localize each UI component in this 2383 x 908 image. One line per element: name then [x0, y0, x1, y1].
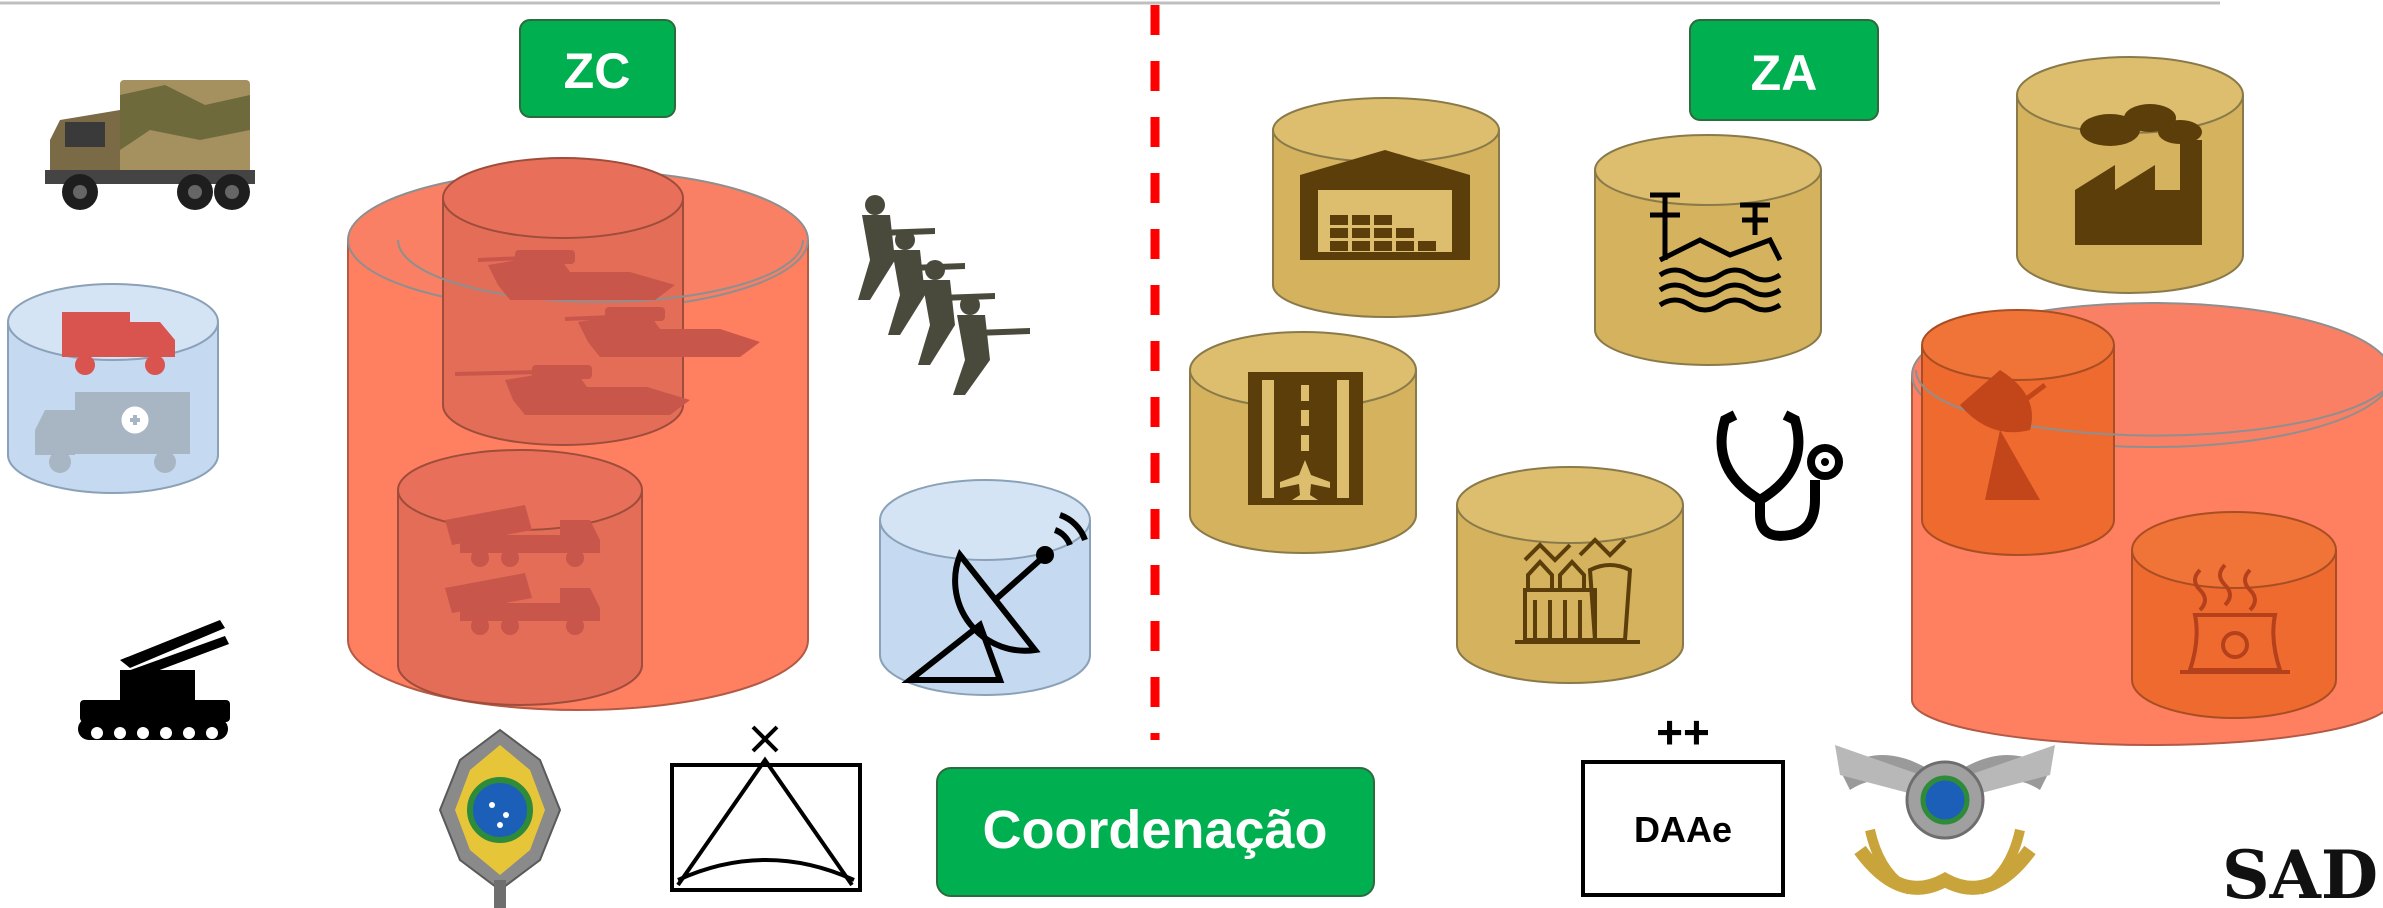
power-station-icon	[1650, 192, 1783, 313]
combat-zone-cylinder	[347, 157, 809, 711]
army-emblem-icon	[438, 728, 562, 908]
zc-label: ZC	[519, 19, 676, 118]
soldiers-icon	[858, 195, 1030, 395]
coordination-label: Coordenação	[936, 767, 1375, 897]
tanks-icon	[455, 250, 760, 415]
radar-cylinder	[879, 479, 1091, 696]
industrial-plant-cylinder	[1456, 466, 1684, 684]
tanks-cylinder	[397, 157, 804, 446]
daae-symbol: ++ DAAe	[1581, 706, 1785, 897]
nuclear-plant-icon	[2180, 563, 2290, 674]
svg-text:ZC: ZC	[564, 43, 631, 99]
factory-cylinder	[2016, 56, 2244, 294]
svg-text:Coordenação: Coordenação	[982, 800, 1327, 860]
power-station-cylinder	[1594, 134, 1822, 366]
rocket-launchers-icon	[445, 505, 600, 635]
radar-site-icon	[1960, 370, 2047, 500]
radar-site-cylinder	[1914, 309, 2383, 556]
hangar-icon	[1300, 150, 1470, 260]
rocket-launchers-cylinder	[397, 449, 643, 706]
factory-icon	[2075, 104, 2202, 245]
military-truck-icon	[45, 80, 255, 210]
svg-text:++: ++	[1656, 706, 1710, 758]
svg-text:DAAe: DAAe	[1634, 809, 1732, 850]
industrial-plant-icon	[1515, 537, 1640, 644]
supply-trucks-icon	[35, 312, 190, 473]
supply-trucks-cylinder	[7, 283, 219, 494]
air-defense-zone-cylinder	[1911, 302, 2383, 746]
sad-label: SAD	[2222, 836, 2378, 908]
anti-aircraft-artillery-symbol	[670, 725, 862, 892]
radar-dish-icon	[901, 512, 1088, 683]
runway-cylinder	[1189, 331, 1417, 554]
air-force-emblem-icon	[1835, 745, 2055, 895]
svg-text:ZA: ZA	[1751, 45, 1818, 101]
nuclear-plant-cylinder	[2131, 511, 2337, 719]
runway-icon	[1248, 372, 1363, 505]
hangar-cylinder	[1272, 97, 1500, 318]
za-label: ZA	[1689, 19, 1879, 121]
anti-aircraft-vehicle-icon	[78, 620, 230, 740]
stethoscope-icon	[1716, 410, 1843, 541]
